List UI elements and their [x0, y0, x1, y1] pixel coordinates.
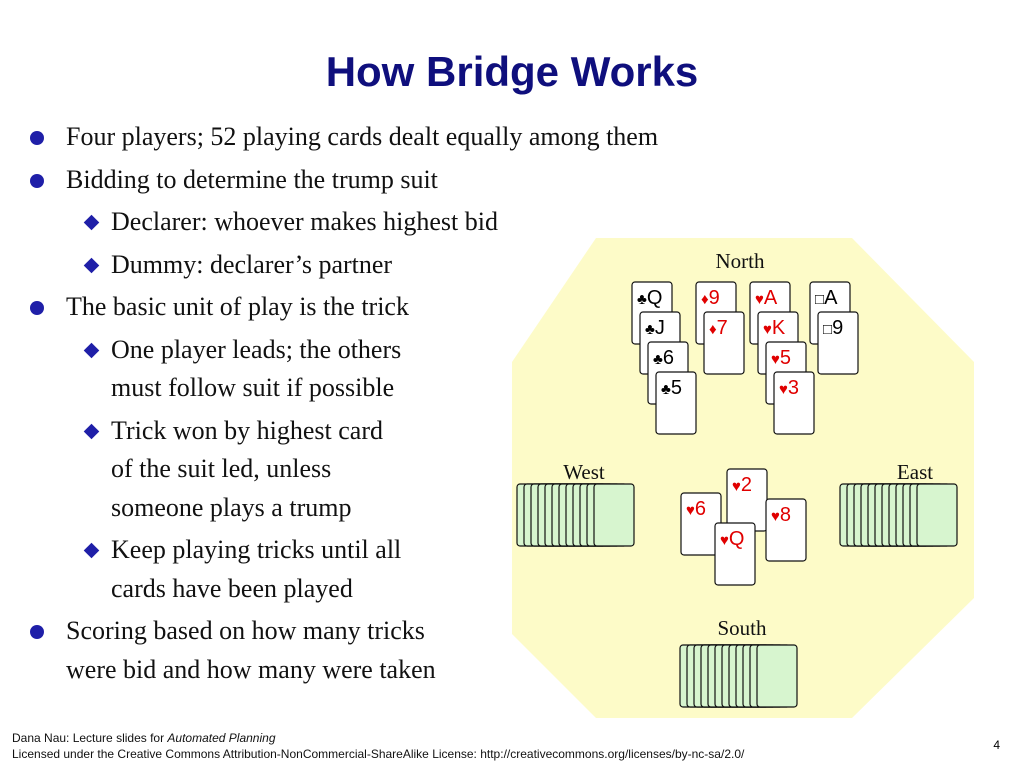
card-label: □9 [823, 317, 843, 339]
card-face [773, 371, 815, 435]
footer-credit: Dana Nau: Lecture slides for Automated P… [12, 730, 276, 746]
card-rank: 6 [695, 498, 706, 520]
card-rank: 5 [671, 377, 682, 399]
bullet-text: were bid and how many were taken [66, 654, 436, 684]
slide-title: How Bridge Works [325, 48, 699, 95]
seat-label-west: West [563, 460, 605, 484]
card-rank: 9 [832, 317, 843, 339]
card-suit: ♥ [763, 321, 772, 338]
card-label: ♦9 [701, 287, 720, 309]
card-face [817, 311, 859, 375]
card-label: ♥8 [771, 504, 791, 526]
card-suit: ♣ [637, 291, 647, 308]
north-card-clubs: ♣5 [655, 371, 697, 435]
card-rank: K [772, 317, 786, 339]
card-suit: ♣ [645, 321, 655, 338]
north-card-diamonds: ♦7 [703, 311, 745, 375]
bullet-dot [30, 301, 44, 315]
card-rank: 2 [741, 474, 752, 496]
card-face [714, 522, 756, 586]
north-card-hearts: ♥3 [773, 371, 815, 435]
south-hand-backs [679, 644, 798, 708]
bullet-text: Trick won by highest card [111, 415, 384, 445]
card-label: ♣J [645, 317, 665, 339]
card-face [765, 498, 807, 562]
card-label: ♥Q [720, 528, 744, 550]
card-label: ♥5 [771, 347, 791, 369]
card-face [703, 311, 745, 375]
card-suit: ♣ [653, 351, 663, 368]
bullet-text: of the suit led, unless [111, 454, 332, 483]
card-label: ♥2 [732, 474, 752, 496]
card-suit: ♥ [732, 478, 741, 495]
card-label: ♣6 [653, 347, 674, 369]
card-suit: ♥ [771, 508, 780, 525]
card-label: ♥6 [686, 498, 706, 520]
bullet-text: Keep playing tricks until all [111, 535, 402, 564]
card-rank: 7 [717, 317, 728, 339]
trick-card-north: ♥2 [726, 468, 768, 532]
card-suit: ♦ [709, 321, 717, 338]
card-suit: ♥ [686, 502, 695, 519]
card-label: ♥3 [779, 377, 799, 399]
bullet-dot [30, 625, 44, 639]
card-face [655, 371, 697, 435]
page-number: 4 [993, 738, 1000, 752]
seat-label-north: North [716, 249, 765, 273]
card-rank: 8 [780, 504, 791, 526]
bullet-text: Declarer: whoever makes highest bid [111, 207, 498, 236]
trick-card-south: ♥Q [714, 522, 756, 586]
card-suit: □ [823, 321, 832, 338]
card-suit: □ [815, 291, 824, 308]
card-back [756, 644, 798, 708]
bullet-text: The basic unit of play is the trick [66, 292, 409, 321]
card-label: □A [815, 287, 838, 309]
footer-credit-prefix: Dana Nau: Lecture slides for [12, 731, 168, 745]
bullet-text: Four players; 52 playing cards dealt equ… [66, 122, 659, 151]
card-label: ♣Q [637, 287, 662, 309]
card-rank: 5 [780, 347, 791, 369]
bullet-text: Scoring based on how many tricks [66, 616, 425, 645]
bullet-text: One player leads; the others [111, 334, 402, 364]
west-hand-backs [516, 483, 635, 547]
card-suit: ♣ [661, 381, 671, 398]
east-hand-backs [839, 483, 958, 547]
card-suit: ♥ [771, 351, 780, 368]
trick-card-west: ♥6 [680, 492, 722, 556]
card-back [593, 483, 635, 547]
bullet-text: Bidding to determine the trump suit [66, 164, 438, 194]
card-rank: 6 [663, 347, 674, 369]
card-suit: ♥ [779, 381, 788, 398]
card-label: ♣5 [661, 377, 682, 399]
trick-card-east: ♥8 [765, 498, 807, 562]
card-back [916, 483, 958, 547]
bullet-dot [30, 131, 44, 145]
bullet-text: Dummy: declarer’s partner [111, 249, 393, 279]
card-label: ♥A [755, 287, 778, 309]
bullet-text: must follow suit if possible [111, 373, 395, 402]
card-rank: A [824, 287, 838, 309]
bullet-text: someone plays a trump [111, 492, 352, 522]
north-hand: ♣Q♣J♣6♣5♦9♦7♥A♥K♥5♥3□A□9 [631, 281, 859, 435]
card-suit: ♥ [720, 532, 729, 549]
card-rank: 3 [788, 377, 799, 399]
bullet-text: cards have been played [111, 573, 353, 603]
current-trick: ♥2♥6♥8♥Q [680, 468, 807, 586]
card-suit: ♥ [755, 291, 764, 308]
card-suit: ♦ [701, 291, 709, 308]
footer-license: Licensed under the Creative Commons Attr… [12, 747, 745, 761]
card-rank: J [655, 317, 665, 339]
seat-label-south: South [717, 616, 767, 640]
card-rank: Q [729, 528, 745, 550]
north-card-spades: □9 [817, 311, 859, 375]
seat-label-east: East [897, 460, 933, 484]
card-rank: 9 [709, 287, 720, 309]
card-label: ♥K [763, 317, 786, 339]
card-rank: A [764, 287, 778, 309]
card-label: ♦7 [709, 317, 728, 339]
footer-book-title: Automated Planning [167, 731, 276, 745]
bullet-dot [30, 173, 44, 188]
card-rank: Q [647, 287, 663, 309]
